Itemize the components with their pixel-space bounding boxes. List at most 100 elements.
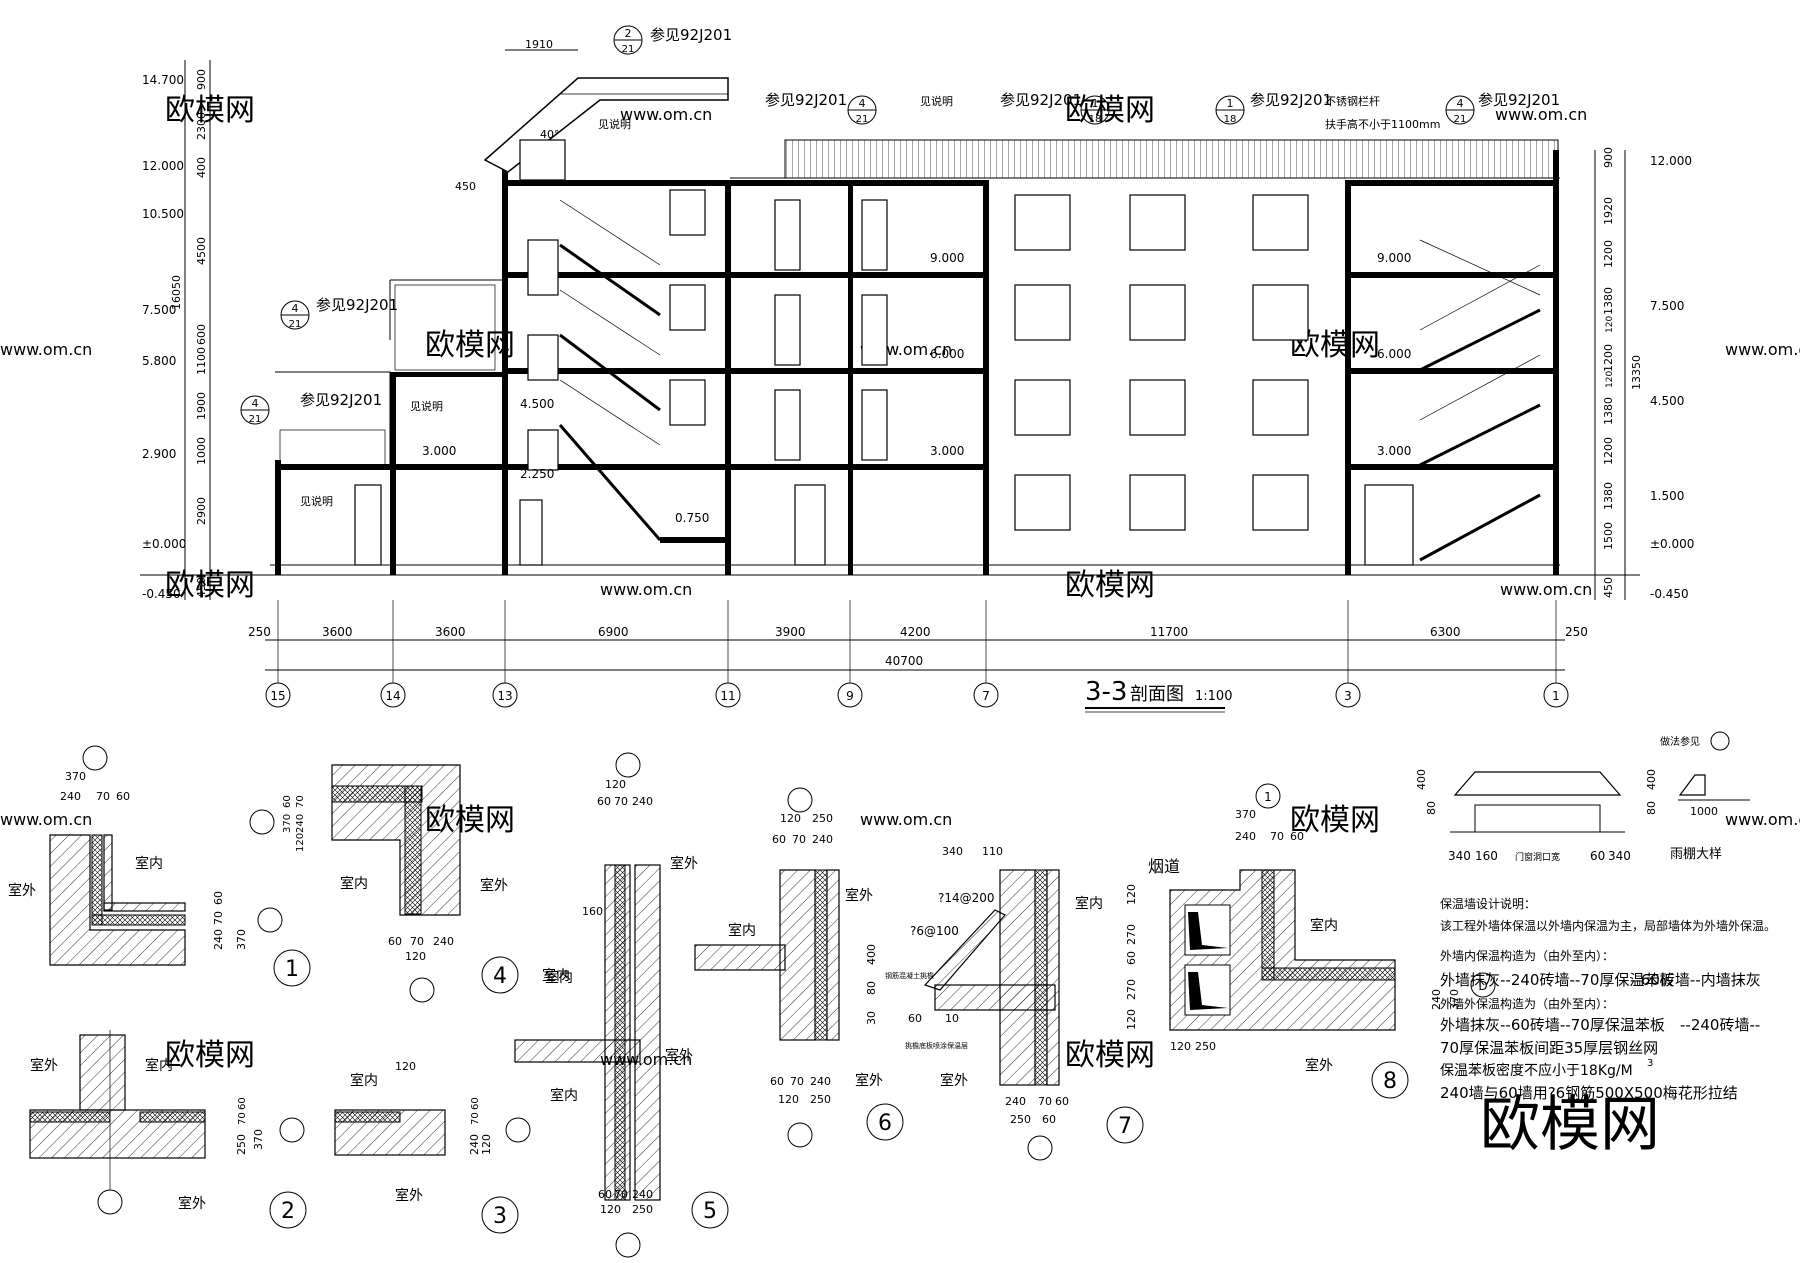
door-head [1474,804,1601,832]
label-outside: 室外 [8,882,36,899]
axis-bubble [492,682,518,708]
dim: 70 [470,1112,481,1125]
dim: 250 [812,812,833,825]
watermark-url: www.om.cn [600,580,692,599]
ref-sheet: 21 [856,114,869,125]
ref-num: 1 [1227,97,1234,110]
label-outside: 室外 [30,1057,58,1074]
detail-2: 室外 室内 室外 60 70 250 370 2 [29,1030,307,1229]
railing-note: 扶手高不小于1100mm [1325,117,1440,131]
ref-num: 4 [252,397,259,410]
label-inside: 室内 [1075,895,1103,912]
detail-4: 60 370 70 240 120 室内 室外 60 70 240 120 4 … [249,764,570,1003]
doors [354,199,1414,566]
dim: 60 [1042,1113,1056,1126]
dim: 30 [865,1011,878,1025]
window [1252,379,1309,436]
elevation: 7.500 [142,303,176,317]
see-note: 见说明 [920,94,953,108]
dim: 120 [780,812,801,825]
axis-bubble [265,682,291,708]
dim: 250 [1010,1113,1031,1126]
stair-flight [559,379,661,446]
detail-number-circle [1371,1061,1409,1099]
dim: 1200 [1602,240,1615,268]
top-dim: 1910 [525,38,553,51]
axis-label: 9 [846,689,854,703]
stair-landing [660,537,725,543]
axis-label: 14 [385,689,400,703]
slab [508,180,988,186]
eave-slab [923,909,1006,991]
slab [1345,464,1559,470]
door [774,199,801,271]
axis-bubble [1335,682,1361,708]
canopy-title: 雨棚大样 [1670,847,1722,862]
insulation [404,785,422,915]
dim: 900 [195,69,208,90]
detail-1: 370 240 70 60 室外 室内 60 70 240 370 1 [8,745,311,987]
notes-title: 保温墙设计说明： [1440,896,1536,911]
dim: 6300 [1430,625,1461,639]
details: 370 240 70 60 室外 室内 60 70 240 370 1 60 3… [8,731,1776,1258]
stair-flight [559,199,661,266]
slab [396,464,988,470]
right-elevation-scale: 12.000 7.500 4.500 1.500 ±0.000 -0.450 9… [1594,147,1694,601]
insulation [91,834,103,926]
section-title-number: 3-3 [1085,677,1127,707]
watermark-url: www.om.cn [1725,340,1800,359]
dim: 400 [1415,769,1428,790]
watermark-url: www.om.cn [1500,580,1592,599]
label-flue: 烟道 [1148,857,1180,876]
insulation [91,914,186,926]
note-line: 外墙内保温构造为（由外至内）： [1440,948,1614,963]
ref-bubble [82,745,108,771]
level-tag: 9.000 [1377,251,1411,265]
dim: 3600 [435,625,466,639]
ref-std: 参见92J201 [1250,91,1332,109]
axis-bubble [1543,682,1569,708]
dim: 160 [582,905,603,918]
dim: 240 [632,795,653,808]
ref-bubble [787,787,813,813]
watermark-url: www.om.cn [0,340,92,359]
watermark-url: www.om.cn [1495,105,1587,124]
level-tag: 3.000 [1377,444,1411,458]
ref-num: 4 [859,97,866,110]
ref-bubble [249,809,275,835]
ref-bubble [97,1189,123,1215]
dim: 370 [282,814,293,833]
dim: 70 [295,795,306,808]
ref-sheet: 21 [1454,114,1467,125]
detail-number: 1 [285,957,299,982]
axis-label: 3 [1344,689,1352,703]
stair-flight [558,424,662,541]
ref-bubble [505,1117,531,1143]
dim: 6900 [598,625,629,639]
elevation: ±0.000 [1650,537,1694,551]
dim: 240 [468,1134,481,1155]
insulation [334,1111,401,1123]
level-tag: 3.000 [422,444,456,458]
detail-number-circle [481,1196,519,1234]
window [527,334,559,381]
door [794,484,826,566]
ref-bubble [409,977,435,1003]
dim: 60 [597,795,611,808]
label-inside: 室内 [135,855,163,872]
elevation: 12.000 [142,159,184,173]
dim: 120 [605,778,626,791]
flue-liner [1188,972,1228,1010]
dim: 110 [982,845,1003,858]
level-tag: 4.500 [520,397,554,411]
dim: 1200 [1602,437,1615,465]
slab-hatch [514,1039,641,1063]
elevation: -0.450 [142,587,181,601]
label-outside: 室外 [845,887,873,904]
elevation: 2.900 [142,447,176,461]
ref-std: 参见92J201 [650,26,732,44]
slab [390,372,508,377]
dim: 370 [252,1129,265,1150]
dim: 250 [235,1134,248,1155]
